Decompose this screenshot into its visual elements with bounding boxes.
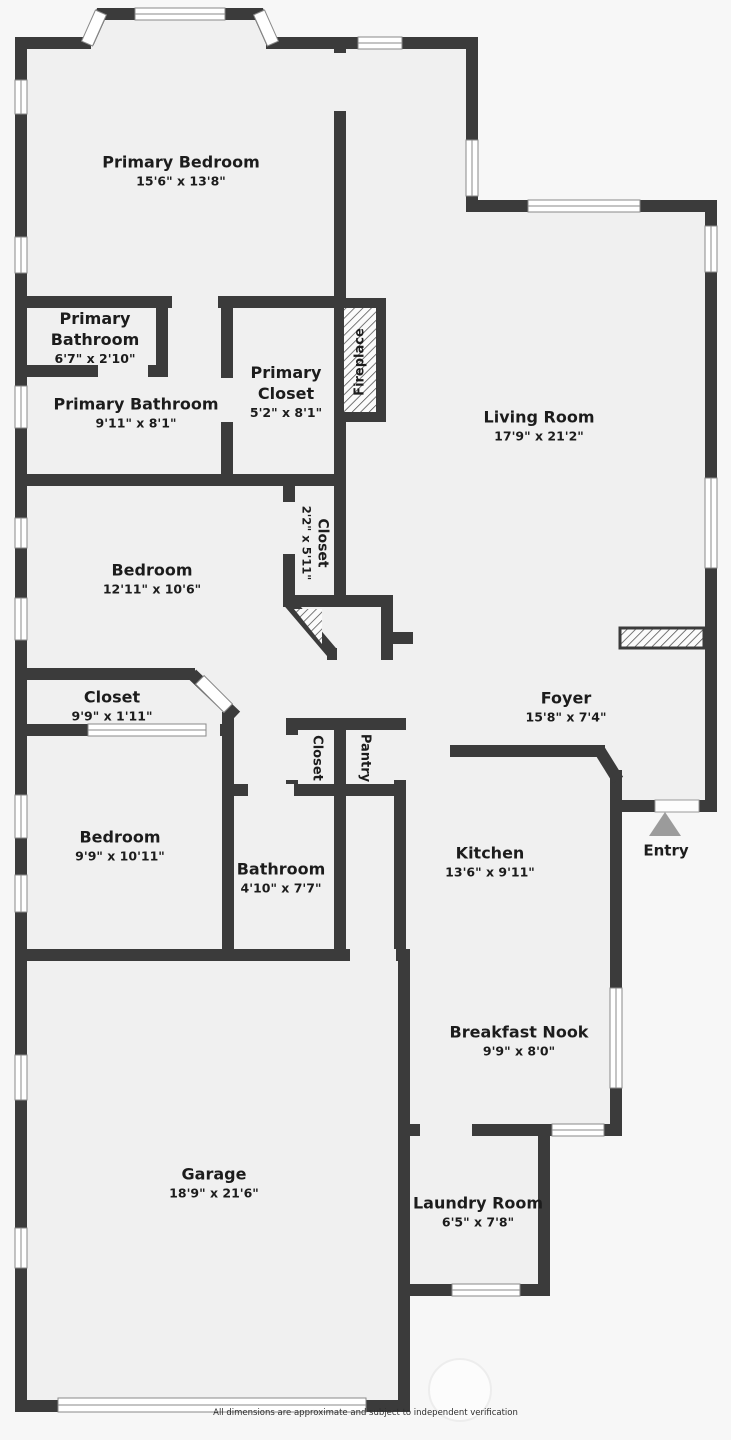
room-dims: 13'6" x 9'11" bbox=[445, 864, 535, 880]
room-name: Living Room bbox=[483, 407, 595, 427]
garage-door bbox=[57, 1397, 367, 1413]
room-label-pantry: Pantry bbox=[356, 733, 373, 783]
room-label-bedroom-1: Bedroom 12'11" x 10'6" bbox=[103, 560, 201, 597]
disclaimer-text: All dimensions are approximate and subje… bbox=[213, 1408, 518, 1418]
room-name: Primary Bathroom bbox=[50, 309, 140, 349]
room-dims: 9'9" x 1'11" bbox=[71, 708, 153, 724]
room-dims: 17'9" x 21'2" bbox=[494, 428, 584, 444]
room-dims: 6'5" x 7'8" bbox=[441, 1214, 515, 1230]
room-label-closet-long: Closet 9'9" x 1'11" bbox=[72, 687, 153, 724]
room-label-foyer: Foyer 15'8" x 7'4" bbox=[526, 688, 607, 725]
room-label-bedroom-2: Bedroom 9'9" x 10'11" bbox=[75, 827, 165, 864]
entry-triangle bbox=[649, 812, 681, 836]
windows-layer bbox=[14, 7, 718, 1413]
door-slab-bedroom2 bbox=[194, 674, 234, 714]
room-dims: 6'7" x 2'10" bbox=[54, 350, 136, 366]
room-name: Garage bbox=[181, 1164, 247, 1184]
room-name: Closet bbox=[309, 735, 325, 781]
room-name: Primary Bathroom bbox=[53, 394, 219, 414]
room-name: Pantry bbox=[357, 733, 373, 783]
closet-bifold-doors bbox=[87, 723, 207, 737]
room-dims: 2'2" x 5'11" bbox=[299, 505, 314, 581]
room-dims: 5'2" x 8'1" bbox=[249, 404, 323, 420]
room-name: Bedroom bbox=[79, 827, 161, 847]
room-label-primary-closet: Primary Closet 5'2" x 8'1" bbox=[236, 363, 336, 421]
room-dims: 15'6" x 13'8" bbox=[136, 173, 226, 189]
room-label-hall-closet: Closet 2'2" x 5'11" bbox=[298, 506, 331, 580]
room-label-breakfast-nook: Breakfast Nook 9'9" x 8'0" bbox=[450, 1022, 589, 1059]
room-label-living-room: Living Room 17'9" x 21'2" bbox=[484, 407, 595, 444]
entry-label: Entry bbox=[643, 841, 688, 861]
fireplace-label: Fireplace bbox=[353, 328, 370, 396]
room-name: Laundry Room bbox=[412, 1193, 544, 1213]
room-name: Breakfast Nook bbox=[449, 1022, 589, 1042]
room-dims: 9'11" x 8'1" bbox=[95, 415, 177, 431]
room-name: Bathroom bbox=[236, 859, 326, 879]
feature-name: Entry bbox=[643, 841, 689, 860]
room-dims: 9'9" x 10'11" bbox=[75, 848, 165, 864]
entry-door-opening bbox=[654, 799, 700, 813]
hall-hatch-triangle bbox=[294, 609, 322, 644]
room-name: Foyer bbox=[540, 688, 592, 708]
room-label-closet-small: Closet bbox=[308, 735, 325, 781]
feature-name: Fireplace bbox=[352, 328, 368, 396]
room-dims: 4'10" x 7'7" bbox=[240, 880, 322, 896]
room-dims: 12'11" x 10'6" bbox=[102, 581, 202, 597]
room-label-bathroom: Bathroom 4'10" x 7'7" bbox=[237, 859, 326, 896]
room-name: Primary Bedroom bbox=[102, 152, 260, 172]
room-name: Closet bbox=[314, 518, 331, 568]
room-label-primary-bathroom: Primary Bathroom 9'11" x 8'1" bbox=[53, 394, 218, 431]
room-name: Kitchen bbox=[455, 843, 525, 863]
room-dims: 9'9" x 8'0" bbox=[482, 1043, 556, 1059]
room-name: Primary Closet bbox=[250, 363, 322, 403]
room-dims: 15'8" x 7'4" bbox=[525, 709, 607, 725]
room-label-primary-bathroom-small: Primary Bathroom 6'7" x 2'10" bbox=[30, 309, 160, 367]
media-niche-hatch bbox=[618, 626, 706, 650]
fireplace-hatch bbox=[344, 308, 376, 412]
room-name: Bedroom bbox=[111, 560, 193, 580]
room-label-kitchen: Kitchen 13'6" x 9'11" bbox=[445, 843, 535, 880]
bay-window bbox=[80, 7, 280, 47]
room-label-laundry-room: Laundry Room 6'5" x 7'8" bbox=[413, 1193, 543, 1230]
room-name: Closet bbox=[83, 687, 141, 707]
doors-layer bbox=[98, 53, 472, 1136]
watermark-circle bbox=[428, 1358, 492, 1422]
room-label-primary-bedroom: Primary Bedroom 15'6" x 13'8" bbox=[102, 152, 260, 189]
room-label-garage: Garage 18'9" x 21'6" bbox=[169, 1164, 259, 1201]
room-dims: 18'9" x 21'6" bbox=[169, 1185, 259, 1201]
